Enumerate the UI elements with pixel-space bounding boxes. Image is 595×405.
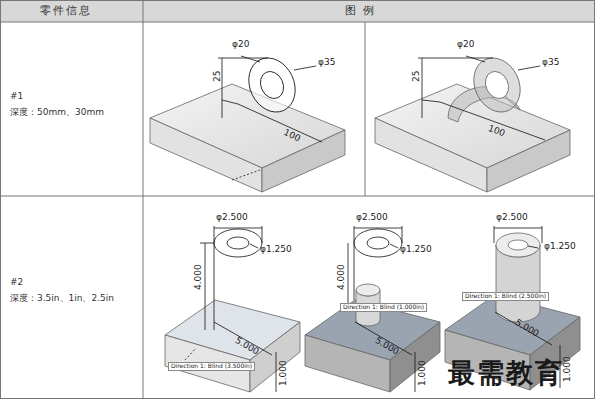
dimension: φ20	[232, 40, 249, 50]
part-number: #1	[10, 92, 23, 102]
dimension: φ1.250	[544, 242, 576, 252]
dimension: 1.000	[418, 360, 428, 386]
feature-tooltip: Direction 1: Blind (3.500in)	[168, 362, 255, 371]
dimension: 1.000	[279, 360, 289, 386]
dimension: 4.000	[337, 264, 347, 290]
feature-tooltip: Direction 1: Blind (1.000in)	[340, 303, 427, 312]
dimension: φ1.250	[260, 245, 292, 255]
dimension: 1.000	[563, 356, 573, 382]
dimension: 4.000	[194, 264, 204, 290]
feature-tooltip: Direction 1: Blind (2.500in)	[462, 292, 549, 301]
dimension: 25	[412, 71, 422, 82]
dimension: φ20	[457, 40, 474, 50]
depth-note: 深度：3.5in、1in、2.5in	[10, 294, 114, 304]
dimension: φ2.500	[216, 213, 248, 223]
watermark: 最需教育	[448, 358, 564, 388]
depth-note: 深度：50mm、30mm	[10, 108, 104, 118]
dimension: φ2.500	[496, 213, 528, 223]
part-number: #2	[10, 278, 23, 288]
dimension: φ35	[318, 58, 335, 68]
dimension: φ35	[542, 58, 559, 68]
dimension: φ1.250	[400, 245, 432, 255]
dimension: 25	[213, 71, 223, 82]
dimension: φ2.500	[356, 213, 388, 223]
header-cell: 图 例	[345, 5, 377, 17]
header-cell: 零件信息	[40, 5, 92, 17]
